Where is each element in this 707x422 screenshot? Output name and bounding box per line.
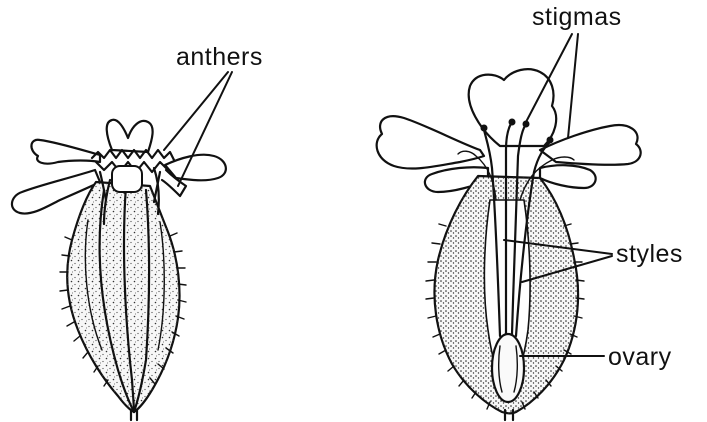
right-petal-top	[469, 69, 556, 146]
right-flower	[377, 69, 641, 420]
left-petal-upper-left	[31, 140, 100, 164]
left-flower	[12, 120, 226, 420]
stigmas-label: stigmas	[532, 3, 622, 32]
ovary-shape	[492, 334, 524, 402]
anthers-label: anthers	[176, 43, 263, 72]
right-petal-left	[377, 116, 484, 168]
ovary-label: ovary	[608, 343, 672, 372]
right-petal-lower-right	[540, 165, 596, 188]
left-petal-top	[107, 120, 153, 152]
styles-label: styles	[616, 240, 683, 269]
